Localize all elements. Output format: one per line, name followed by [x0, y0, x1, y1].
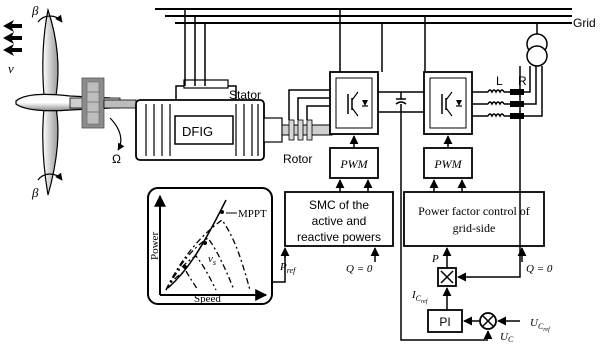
inductor-label: L: [496, 74, 503, 88]
p-mult-label: P: [431, 253, 439, 265]
pwm-right-label: PWM: [433, 157, 462, 171]
rl-filter: [472, 66, 543, 119]
dfig-label: DFIG: [182, 124, 213, 139]
omega-label: Ω: [112, 152, 121, 166]
stator-label: Stator: [229, 88, 261, 102]
summing-junction: [479, 312, 497, 330]
uc-label: UC: [500, 331, 514, 344]
mppt-label: MPPT: [238, 208, 267, 220]
pwm-left-label: PWM: [339, 157, 368, 171]
stator-grid-connection: [184, 9, 206, 86]
beta-top-label: β: [31, 3, 39, 18]
smc-control-block: [284, 191, 394, 247]
dc-voltage-feedback-line: [400, 330, 488, 341]
converter-grid-links: [339, 9, 426, 72]
smc-line2: active and: [312, 214, 367, 228]
smc-line3: reactive powers: [297, 230, 381, 244]
speed-axis-label: Speed: [194, 293, 221, 305]
smc-line1: SMC of the: [309, 198, 369, 212]
grid-label: Grid: [573, 16, 596, 30]
rotor-label: Rotor: [283, 152, 312, 166]
q-right-label: Q = 0: [526, 263, 553, 275]
mppt-curve-panel: [147, 187, 273, 305]
pi-controller-block: [427, 309, 463, 333]
beta-bottom-label: β: [31, 185, 39, 200]
multiplier-block: [437, 267, 457, 287]
pref-signal-line: [272, 254, 286, 283]
rotor-side-converter: [329, 71, 379, 135]
wind-arrows-icon: [3, 20, 22, 56]
pfc-line2: grid-side: [453, 221, 496, 235]
q-left-label: Q = 0: [346, 263, 373, 275]
power-axis-label: Power: [149, 232, 161, 260]
pwm-to-converter-arrows: [335, 135, 467, 192]
wind-turbine: [15, 7, 137, 196]
resistor-label: R: [518, 74, 527, 88]
pref-label: Pref: [279, 261, 297, 275]
grid-side-converter: [423, 71, 473, 135]
pfc-line1: Power factor control of: [418, 204, 530, 218]
dfig-machine: [135, 79, 333, 161]
icref-label: ICref: [411, 289, 429, 305]
grid-bus-lines: [155, 8, 572, 24]
pi-label: PI: [439, 315, 450, 329]
wind-speed-label: v: [8, 61, 14, 76]
ucref-label: UCref: [530, 317, 551, 333]
dc-link: [378, 91, 424, 330]
power-factor-control-block: [403, 191, 545, 247]
grid-power-feedback-line: [457, 66, 521, 282]
pwm-left-block: [329, 147, 379, 179]
rotor-converter-connection: [288, 89, 330, 120]
transformer-icon: [526, 23, 548, 67]
vs-label: vs: [208, 253, 216, 267]
